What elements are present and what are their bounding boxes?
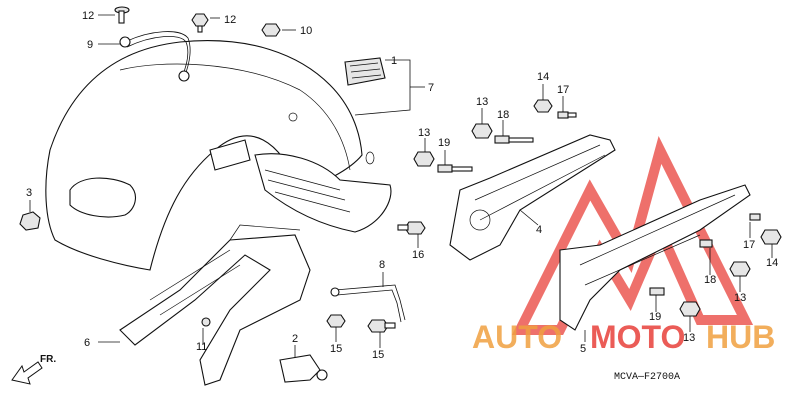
bolt-12-right	[191, 13, 209, 33]
grab-rod	[119, 31, 191, 82]
label-12-left: 12	[82, 10, 94, 22]
label-1: 1	[391, 55, 397, 67]
label-12-right: 12	[224, 14, 236, 26]
bolt-16	[397, 221, 426, 235]
label-13-top-b: 13	[418, 127, 430, 139]
rear-fender	[45, 40, 392, 271]
callout-labels: 12 12 10 9 1 7 3 6 11 2 8 15 15 16 4 5 1…	[26, 10, 778, 361]
side-cover-4	[449, 134, 616, 261]
bolt-18-b	[699, 239, 713, 248]
front-label: FR.	[40, 354, 56, 365]
nut-10	[261, 23, 281, 37]
label-4: 4	[536, 224, 542, 236]
bolt-19-b	[649, 287, 665, 296]
label-19-top: 19	[438, 137, 450, 149]
label-16: 16	[412, 249, 424, 261]
label-18-top: 18	[497, 109, 509, 121]
side-cover-5	[559, 184, 751, 331]
label-11: 11	[196, 341, 207, 353]
bolt-15-b	[367, 319, 396, 333]
watermark-brand-moto: MOTO	[590, 319, 685, 355]
nut-13-c	[729, 261, 751, 277]
label-6: 6	[84, 337, 90, 349]
front-direction-indicator: FR.	[11, 354, 56, 385]
nut-13-d	[679, 301, 701, 317]
label-14-right: 14	[766, 257, 778, 269]
watermark-text: AUTO MOTO HUB	[472, 319, 775, 355]
label-14-top: 14	[537, 71, 549, 83]
label-19-bottom: 19	[649, 311, 661, 323]
diagram-code: MCVA—F2700A	[614, 372, 680, 383]
label-18-right: 18	[704, 274, 716, 286]
bolt-12-left	[114, 6, 130, 24]
reflector-1	[344, 57, 386, 86]
label-10: 10	[300, 25, 312, 37]
label-15-right: 15	[372, 349, 384, 361]
label-7: 7	[428, 82, 434, 94]
label-17-right: 17	[743, 239, 755, 251]
label-15-left: 15	[330, 343, 342, 355]
nut-3	[19, 211, 41, 231]
nut-14-b	[760, 229, 782, 245]
subframe-6	[119, 224, 311, 386]
bracket-rod-8	[330, 284, 406, 323]
label-9: 9	[87, 39, 93, 51]
label-13-top-a: 13	[476, 96, 488, 108]
bolt-15-a	[326, 314, 346, 328]
label-17-top: 17	[557, 84, 569, 96]
label-13-right: 13	[734, 292, 746, 304]
lock-2	[279, 354, 328, 383]
nut-13-b	[413, 151, 435, 167]
watermark-brand-auto: AUTO	[472, 319, 562, 355]
nut-14-a	[533, 99, 553, 113]
leader-lines	[29, 14, 773, 358]
bolt-11	[201, 317, 211, 327]
label-13-bottom: 13	[683, 332, 695, 344]
label-8: 8	[379, 259, 385, 271]
watermark-brand-hub: HUB	[706, 319, 775, 355]
label-2: 2	[292, 333, 298, 345]
nut-13-a	[471, 123, 493, 139]
bolt-17-a	[557, 111, 577, 119]
bolt-18-a	[494, 135, 534, 144]
label-5: 5	[580, 343, 586, 355]
bolt-17-b	[749, 213, 761, 221]
bolt-19-a	[437, 164, 473, 173]
front-arrow-icon	[11, 361, 43, 385]
label-3: 3	[26, 187, 32, 199]
